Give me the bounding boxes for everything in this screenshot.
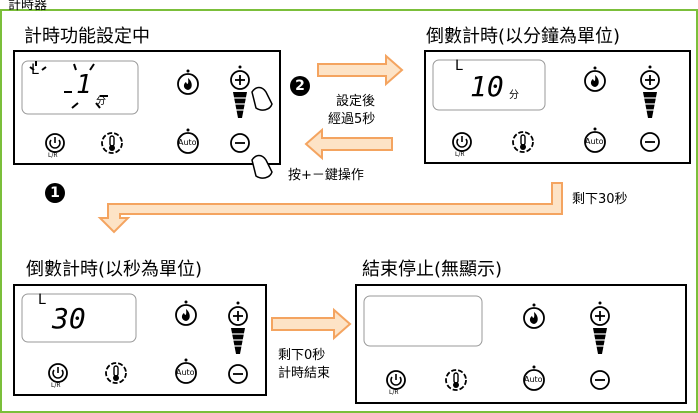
panel-2-l-char: L	[455, 58, 463, 74]
lr-label-4: L/R	[389, 389, 399, 396]
blink-marks	[29, 61, 108, 109]
panel-4-display	[363, 295, 483, 347]
label-after-set: 設定後	[336, 94, 376, 109]
panel-1-title: 計時功能設定中	[24, 26, 150, 47]
auto-label: Auto	[178, 138, 197, 147]
connector-arrow	[97, 182, 563, 234]
label-after-5s: 經過5秒	[328, 112, 376, 127]
arrow-right-bottom	[271, 307, 352, 341]
badge-two: 2	[290, 76, 310, 96]
panel-1-value: 1	[76, 70, 92, 100]
panel-3-value: 30	[52, 302, 86, 335]
panel-2-display	[432, 59, 546, 111]
label-press-keys: 按+－鍵操作	[288, 168, 364, 183]
auto-label-4: Auto	[524, 375, 543, 384]
header-partial: 計時器	[8, 0, 48, 13]
panel-2-unit: 分	[509, 90, 519, 101]
hand-icon-top	[251, 86, 273, 111]
label-timer-end: 計時結束	[278, 366, 331, 381]
panel-2-value: 10	[470, 70, 504, 103]
panel-3-l-char: L	[38, 292, 46, 308]
panel-2-title: 倒數計時(以分鐘為單位)	[426, 26, 621, 47]
panel-1-l-char: L	[31, 62, 39, 78]
lr-label-2: L/R	[455, 151, 465, 158]
auto-label-3: Auto	[176, 368, 195, 377]
panel-3-display	[21, 293, 137, 343]
label-remaining-30: 剩下30秒	[572, 192, 628, 207]
panel-1-display	[21, 60, 139, 115]
lr-label-3: L/R	[51, 382, 61, 389]
lr-label: L/R	[48, 152, 58, 159]
arrow-right-top	[317, 53, 404, 87]
panel-1-unit: 分	[96, 96, 106, 107]
badge-one: 1	[45, 183, 65, 203]
arrow-left	[304, 127, 393, 161]
auto-label-2: Auto	[585, 137, 604, 146]
hand-icon-bottom	[251, 154, 273, 179]
label-remaining-0: 剩下0秒	[278, 348, 326, 363]
panel-3-title: 倒數計時(以秒為單位)	[26, 259, 203, 280]
panel-4-title: 結束停止(無顯示)	[362, 259, 503, 280]
